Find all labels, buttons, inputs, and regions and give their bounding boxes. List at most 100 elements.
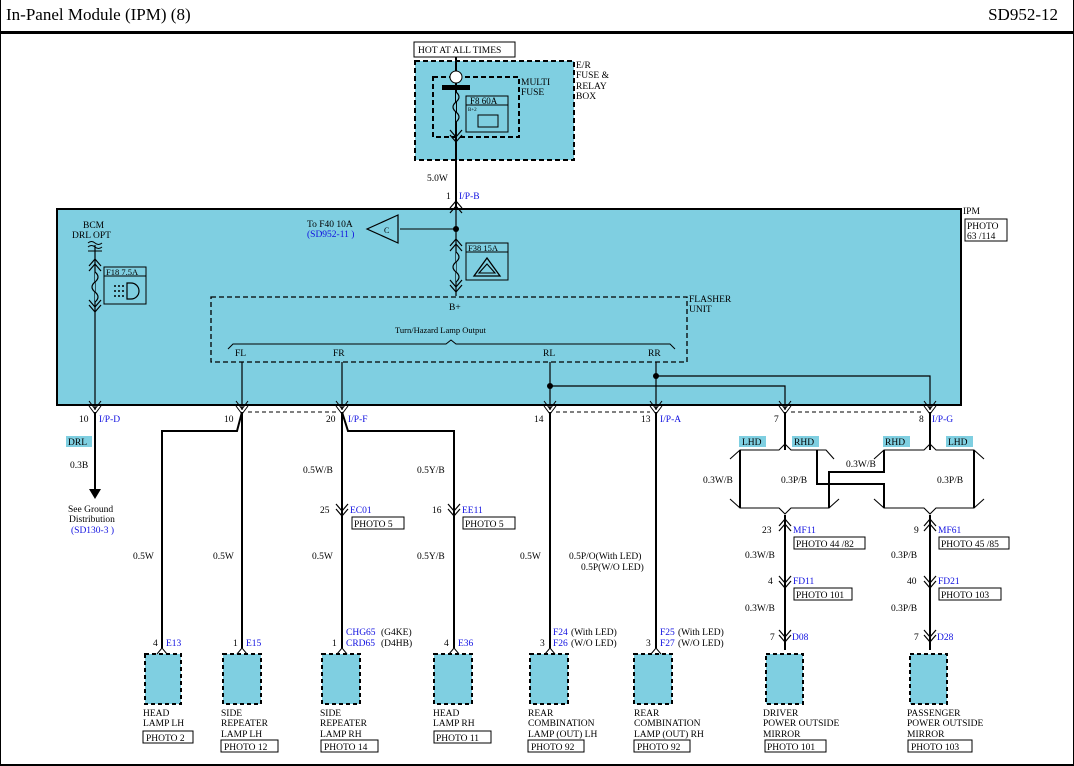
multi-fuse-box [432,76,520,138]
loads-6-name-0-text: DRIVER [763,709,799,719]
loads-0-conn-text[interactable]: E13 [166,639,182,649]
hot-at-all-times-label: HOT AT ALL TIMES [418,46,501,56]
conn-ip-b[interactable]: I/P-B [459,192,480,202]
inline-fd11-conn-text[interactable]: FD11 [793,577,815,587]
loads-4-pin-text: 3 [540,639,545,649]
loads-5-conn-text[interactable]: F25 [660,628,675,638]
headlamp-icon [126,282,140,300]
fuse-f38-box [465,242,509,281]
ipm-label: IPM [963,207,980,217]
inline-ee11-photo-text[interactable]: PHOTO 5 [465,520,504,530]
loads-7-name-0-text: PASSENGER [907,709,961,719]
busbar-icon [442,85,470,90]
inline-ec01-conn-text[interactable]: EC01 [350,506,372,516]
loads-1-name-0-text: SIDE [221,709,242,719]
loads-4-conn-text[interactable]: F24 [553,628,568,638]
top-box-label-0-text: E/R [576,61,591,71]
pins-fl-pin-text: 10 [224,415,234,425]
ground-text-1-text: Distribution [69,515,115,525]
loads-2-name-2-text: LAMP RH [320,730,362,740]
wire-main: 5.0W [427,174,448,184]
loads-0-pin-text: 4 [153,639,158,649]
ipm-flasher-label-1-text: UNIT [689,305,712,315]
loads-6-photo-text[interactable]: PHOTO 101 [767,743,815,753]
wires-m-rhd-r-text: 0.3W/B [846,460,876,470]
top-box-label-1-text: FUSE & [576,71,610,81]
battery-icon [477,114,499,128]
loads-0-photo-text[interactable]: PHOTO 2 [146,734,185,744]
top-fuse-f8-sub-text: B+2 [468,108,477,113]
ref-sd130-3[interactable]: (SD130-3 ) [71,525,114,536]
loads-6-pin-text: 7 [770,633,775,643]
fuse-f8-symbol [452,91,460,123]
flasher-unit-box [210,296,688,363]
tags-rhd-text: RHD [794,438,814,448]
loads-2-photo-text[interactable]: PHOTO 14 [324,743,368,753]
ipm-outputs-2-text: RL [543,349,555,359]
pins-m8-pin-text: 8 [919,415,924,425]
inline-ee11-conn-text[interactable]: EE11 [462,506,483,516]
inline-mf11-conn-text[interactable]: MF11 [793,526,816,536]
ipm-photo-0-text[interactable]: PHOTO [967,222,999,232]
loads-0-name-0-text: HEAD [143,709,170,719]
loads-4-photo-text[interactable]: PHOTO 92 [531,743,575,753]
loads-2-name-0-text: SIDE [320,709,341,719]
loads-1-name-1-text: REPEATER [221,719,269,729]
pins-fr-pin-text: 20 [326,415,336,425]
page-id: SD952-12 [988,5,1058,24]
inline-mf61-pin-text: 9 [914,526,919,536]
ref-sd952-11[interactable]: (SD952-11 ) [307,229,354,240]
wires-m-left-2-text: 0.3W/B [745,604,775,614]
ipm-outputs-3-text: RR [648,349,661,359]
loads-6-conn-text[interactable]: D08 [792,633,809,643]
fuse-f18-box [103,266,147,305]
fuse-f38-label: F38 15A [468,243,499,253]
ipm-photo-1-text[interactable]: 63 /114 [967,232,996,242]
loads-3-photo-text[interactable]: PHOTO 11 [436,734,479,744]
loads-5-conn2-text[interactable]: F27 [660,639,675,649]
bus-terminal-icon [449,70,463,84]
wires-w6b-text: 0.5P(W/O LED) [581,562,644,573]
pins-rl-pin-text: 14 [534,415,544,425]
inline-mf61-conn-text[interactable]: MF61 [938,526,961,536]
loads-7-conn-text[interactable]: D28 [937,633,954,643]
ipm-photo-box [964,218,1008,242]
wires-m-rhd-l-text: 0.3P/B [781,476,807,486]
pins-drl-pin-text: 10 [79,415,89,425]
pins-rr-conn-text[interactable]: I/P-A [660,415,681,425]
loads-3-conn-text[interactable]: E36 [458,639,474,649]
loads-1-conn-text[interactable]: E15 [246,639,262,649]
inline-fd11-pin-text: 4 [768,577,773,587]
pins-fr-conn-text[interactable]: I/P-F [348,415,368,425]
loads-5-photo-text[interactable]: PHOTO 92 [637,743,681,753]
loads-7-photo-text[interactable]: PHOTO 103 [911,743,959,753]
fuse-f8-label: F8 60A [470,96,498,106]
pins-drl-conn-text[interactable]: I/P-D [99,415,120,425]
inline-fd21-photo-text[interactable]: PHOTO 103 [941,591,989,601]
loads-4-conn2-text[interactable]: F26 [553,639,568,649]
inline-fd11-photo-text[interactable]: PHOTO 101 [796,591,844,601]
inline-fd21-conn-text[interactable]: FD21 [938,577,960,587]
loads-2-conn2-text[interactable]: CRD65 [346,639,375,649]
er-fuse-relay-box [413,41,575,161]
loads-5-pin-text: 3 [646,639,651,649]
loads-5-conn2-note-text: (W/O LED) [678,638,724,649]
hazard-icon [472,256,502,277]
inline-mf11-pin-text: 23 [762,526,772,536]
ipm-output-label-text: Turn/Hazard Lamp Output [395,325,486,335]
loads-1-photo-text[interactable]: PHOTO 12 [224,743,268,753]
loads-4-conn-note-text: (With LED) [571,627,617,638]
ipm-module-box [56,208,962,406]
inline-ec01-photo-text[interactable]: PHOTO 5 [354,520,393,530]
connector-c-icon [365,214,399,244]
loads-1-pin-text: 1 [233,639,238,649]
fuse-f8-box [465,95,509,133]
inline-mf11-photo-text[interactable]: PHOTO 44 /82 [796,540,854,550]
inline-mf61-photo-text[interactable]: PHOTO 45 /85 [941,540,999,550]
wires-w1-text: 0.5W [133,552,154,562]
pins-m7-pin-text: 7 [774,415,779,425]
loads-2-conn-text[interactable]: CHG65 [346,628,376,638]
loads-3-name-1-text: LAMP RH [433,719,475,729]
pins-rr-pin-text: 13 [641,415,651,425]
pins-m8-conn-text[interactable]: I/P-G [932,415,953,425]
